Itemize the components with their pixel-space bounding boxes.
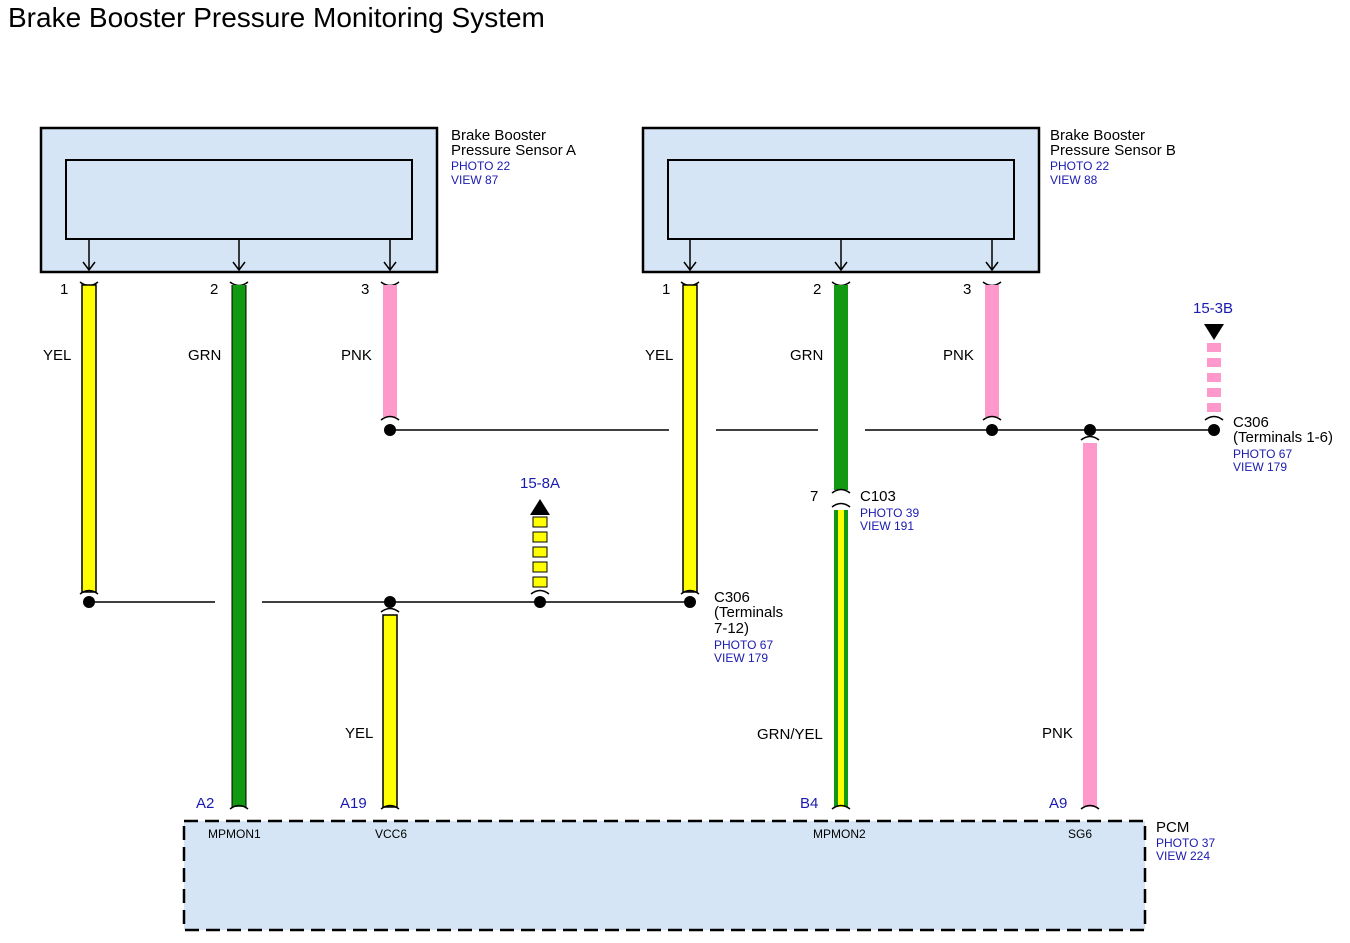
- sensor-b-yel-wire[interactable]: [680, 281, 700, 595]
- ref-15-8a-link[interactable]: 15-8A: [520, 475, 560, 492]
- pcm-signal-mpmon1: MPMON1: [208, 827, 261, 841]
- sensor-b-component: [641, 126, 1041, 274]
- c306-lower-photo-ref[interactable]: PHOTO 67: [714, 638, 773, 652]
- pcm-pin-b4: B4: [800, 795, 818, 812]
- sensor-b-pin3-wire-color: PNK: [943, 347, 974, 364]
- vcc6-yel-wire[interactable]: [380, 607, 400, 810]
- sensor-b-grn-wire[interactable]: [831, 281, 851, 494]
- c306-upper-photo-ref[interactable]: PHOTO 67: [1233, 447, 1292, 461]
- sensor-a-pnk-wire[interactable]: [380, 281, 400, 421]
- sensor-a-name-line2: Pressure Sensor A: [451, 142, 576, 159]
- splice-dot: [986, 424, 998, 436]
- sensor-b-photo-ref[interactable]: PHOTO 22: [1050, 159, 1109, 173]
- ref-15-3b-link[interactable]: 15-3B: [1193, 300, 1233, 317]
- c306-upper-view-ref[interactable]: VIEW 179: [1233, 460, 1287, 474]
- sensor-b-pin3-number: 3: [963, 281, 971, 298]
- sensor-b-name-line1: Brake Booster: [1050, 127, 1145, 144]
- c103-pin-number: 7: [810, 488, 818, 505]
- sensor-a-grn-wire[interactable]: [229, 281, 249, 810]
- sensor-a-yel-wire[interactable]: [79, 281, 99, 595]
- sensor-b-pnk-wire[interactable]: [982, 281, 1002, 421]
- sg6-wire-color: PNK: [1042, 725, 1073, 742]
- pcm-signal-sg6: SG6: [1068, 827, 1092, 841]
- diagram-title: Brake Booster Pressure Monitoring System: [8, 2, 545, 33]
- up-triangle-icon: [530, 499, 550, 515]
- sensor-a-photo-ref[interactable]: PHOTO 22: [451, 159, 510, 173]
- mpmon2-wire-color: GRN/YEL: [757, 726, 823, 743]
- pcm-pin-a9: A9: [1049, 795, 1067, 812]
- c306-lower-name: C306: [714, 589, 750, 606]
- c103-photo-ref[interactable]: PHOTO 39: [860, 506, 919, 520]
- pcm-photo-ref[interactable]: PHOTO 37: [1156, 836, 1215, 850]
- pcm-pin-a19: A19: [340, 795, 367, 812]
- splice-dot: [684, 596, 696, 608]
- c306-lower-terminals-line1: (Terminals: [714, 604, 783, 621]
- splice-dot: [384, 424, 396, 436]
- pcm-signal-vcc6: VCC6: [375, 827, 407, 841]
- sensor-b-view-ref[interactable]: VIEW 88: [1050, 173, 1098, 187]
- c306-upper-terminals: (Terminals 1-6): [1233, 429, 1333, 446]
- vcc6-wire-color: YEL: [345, 725, 373, 742]
- mpmon2-grn-yel-wire[interactable]: [831, 502, 851, 810]
- c306-lower-view-ref[interactable]: VIEW 179: [714, 651, 768, 665]
- splice-dot: [1084, 424, 1096, 436]
- sg6-pnk-wire[interactable]: [1080, 435, 1100, 810]
- sensor-a-pin2-number: 2: [210, 281, 218, 298]
- c306-lower-terminals-line2: 7-12): [714, 620, 749, 637]
- sensor-a-pin2-wire-color: GRN: [188, 347, 221, 364]
- splice-dot: [534, 596, 546, 608]
- sensor-a-pin1-wire-color: YEL: [43, 347, 71, 364]
- sensor-b-pin2-number: 2: [813, 281, 821, 298]
- c306-upper-name: C306: [1233, 414, 1269, 431]
- c103-name: C103: [860, 488, 896, 505]
- sensor-b-pin1-number: 1: [662, 281, 670, 298]
- sensor-a-pin3-number: 3: [361, 281, 369, 298]
- sensor-a-view-ref[interactable]: VIEW 87: [451, 173, 499, 187]
- sensor-b-name-line2: Pressure Sensor B: [1050, 142, 1176, 159]
- sensor-a-pin3-wire-color: PNK: [341, 347, 372, 364]
- pcm-view-ref[interactable]: VIEW 224: [1156, 849, 1210, 863]
- pcm-name: PCM: [1156, 819, 1189, 836]
- sensor-b-pin1-wire-color: YEL: [645, 347, 673, 364]
- splice-dot: [384, 596, 396, 608]
- down-triangle-icon: [1204, 324, 1224, 340]
- pcm-component: [182, 819, 1147, 932]
- sensor-a-name-line1: Brake Booster: [451, 127, 546, 144]
- pcm-signal-mpmon2: MPMON2: [813, 827, 866, 841]
- ref-15-3b-dashed-wire[interactable]: [1204, 343, 1224, 421]
- splice-dot: [83, 596, 95, 608]
- c103-view-ref[interactable]: VIEW 191: [860, 519, 914, 533]
- ref-15-8a-dashed-wire[interactable]: [530, 516, 550, 595]
- sensor-a-pin1-number: 1: [60, 281, 68, 298]
- sensor-a-component: [39, 126, 439, 274]
- sensor-b-pin2-wire-color: GRN: [790, 347, 823, 364]
- pcm-pin-a2: A2: [196, 795, 214, 812]
- splice-dot: [1208, 424, 1220, 436]
